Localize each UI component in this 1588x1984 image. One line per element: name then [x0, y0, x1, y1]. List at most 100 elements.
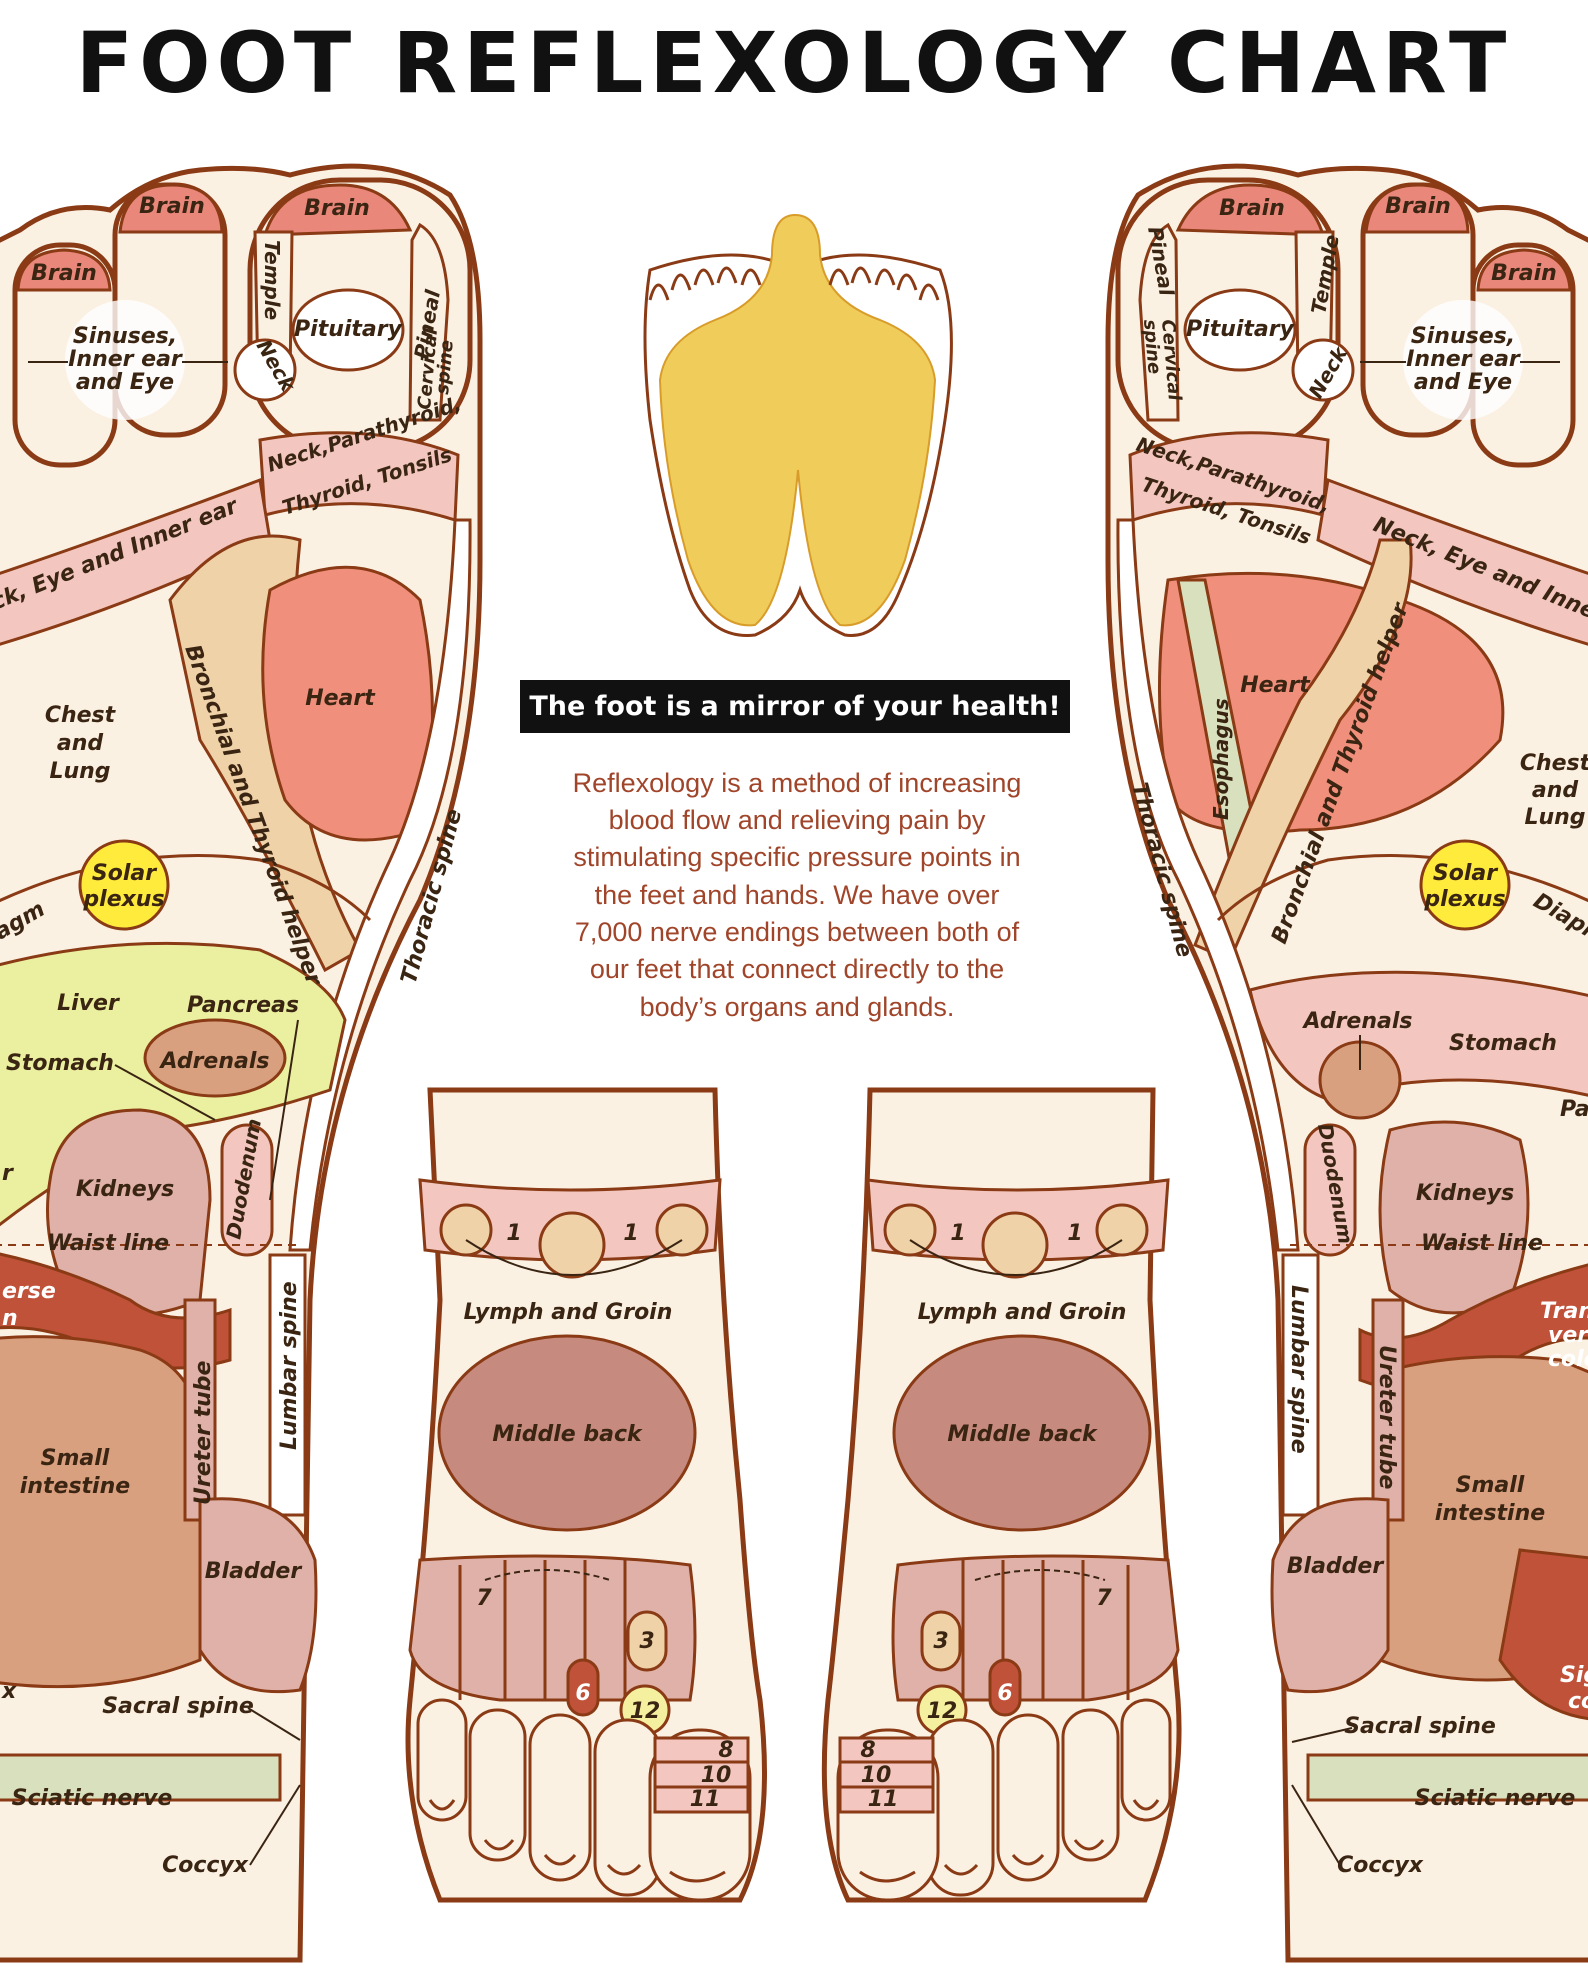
left-top-toe-3 [528, 1713, 592, 1882]
left-top-toe-2 [468, 1708, 527, 1862]
right-label-ureter: Ureter tube [1374, 1345, 1399, 1490]
left-top-label-3: 3 [639, 1629, 654, 1654]
right-sacral-leader [1291, 1727, 1353, 1743]
left-stomach-leader [114, 1064, 216, 1121]
right-label-brain-3: Brain [1219, 196, 1285, 221]
right-label-bladder: Bladder [1287, 1554, 1385, 1579]
left-lymph-arc [465, 1239, 683, 1276]
right-label-sigmoid-2: colo [1568, 1689, 1588, 1714]
left-label-liver: Liver [57, 991, 120, 1016]
right-top-toe-1 [1120, 1698, 1172, 1822]
toe-marks-left [648, 266, 762, 301]
body-silhouette-figure [643, 213, 953, 637]
right-top-label-6: 6 [997, 1681, 1012, 1706]
left-label-coccyx: Coccyx [162, 1853, 249, 1878]
left-label-pancreas: Pancreas [187, 993, 299, 1018]
right-top-label-lymph: Lymph and Groin [918, 1300, 1127, 1325]
right-label-adrenals: Adrenals [1301, 1009, 1412, 1034]
left-label-temple: Temple [260, 240, 284, 320]
left-sinus-glow [65, 300, 185, 420]
left-label-small-2: intestine [20, 1474, 130, 1499]
left-lymph-1 [439, 1203, 493, 1257]
left-label-adrenals: Adrenals [158, 1049, 269, 1074]
left-top-label-6: 6 [575, 1681, 590, 1706]
right-top-label-7: 7 [1096, 1586, 1112, 1611]
right-toenail-marks [859, 1799, 1160, 1883]
intro-line-2: blood flow and relieving pain by [609, 805, 986, 835]
right-bladder [1270, 1497, 1390, 1694]
right-metatarsal-stripes [961, 1560, 1130, 1700]
right-label-sacral: Sacral spine [1344, 1714, 1496, 1739]
right-top-label-10: 10 [861, 1763, 892, 1788]
right-lymph-1 [883, 1203, 937, 1257]
left-label-transverse-1: erse [2, 1279, 56, 1304]
right-duodenum [1303, 1123, 1357, 1257]
left-curve-arrow [484, 1569, 611, 1581]
right-top-label-11: 11 [868, 1787, 899, 1812]
right-label-sinus-2: Inner ear [1406, 347, 1521, 372]
left-label-kidneys: Kidneys [76, 1177, 174, 1202]
intro-line-3: stimulating specific pressure points in [573, 842, 1020, 872]
intro-line-4: the feet and hands. We have over [595, 880, 1000, 910]
left-metatarsal-stripes [458, 1560, 627, 1700]
left-brain-2 [16, 248, 112, 292]
left-label-brain-1: Brain [139, 194, 205, 219]
left-top-label-1a: 1 [506, 1221, 521, 1246]
right-top-label-12: 12 [927, 1699, 958, 1724]
right-sinus-glow [1403, 300, 1523, 420]
toe-marks-right [828, 266, 940, 301]
left-label-cervical-2: spine [432, 339, 458, 395]
left-label-x-fragment: x [1, 1679, 17, 1704]
right-label-solar-2: plexus [1423, 887, 1505, 912]
right-diaphragm [1216, 854, 1588, 922]
intro-line-5: 7,000 nerve endings between both of [575, 917, 1020, 947]
right-label-stomach: Stomach [1449, 1031, 1557, 1056]
right-label-heart: Heart [1240, 673, 1311, 698]
left-pineal-band [408, 222, 450, 422]
right-ureter-band [1371, 1298, 1405, 1522]
left-label-lumbar: Lumbar spine [277, 1281, 302, 1450]
right-label-sciatic: Sciatic nerve [1415, 1786, 1576, 1811]
right-label-brain-1: Brain [1385, 194, 1451, 219]
right-kidney [1378, 1120, 1530, 1315]
right-label-pa: Pa [1560, 1097, 1588, 1122]
right-label-small-2: intestine [1435, 1501, 1545, 1526]
right-label-chest-1: Chest [1520, 751, 1588, 776]
right-label-kidneys: Kidneys [1416, 1181, 1514, 1206]
left-toenail-marks [428, 1799, 726, 1883]
left-bladder [198, 1497, 318, 1694]
left-top-label-middle-back: Middle back [492, 1422, 643, 1447]
right-neck-band [1128, 431, 1330, 523]
left-top-foot [405, 1087, 767, 1903]
left-top-label-lymph: Lymph and Groin [464, 1300, 673, 1325]
right-sigmoid-colon [1498, 1548, 1588, 1721]
left-middle-back [437, 1334, 697, 1532]
left-label-sinus-2: Inner ear [68, 347, 183, 372]
right-sciatic-band [1306, 1753, 1588, 1802]
left-label-brain-3: Brain [304, 196, 370, 221]
right-coccyx-leader [1291, 1784, 1341, 1866]
left-coccyx-leader [249, 1784, 301, 1866]
right-cell-6 [988, 1658, 1022, 1717]
left-top-labels: 1 1 Lymph and Groin Middle back 7 3 6 12… [464, 1221, 734, 1812]
left-label-sinus-3: and Eye [76, 370, 174, 395]
left-brain-3 [262, 183, 413, 237]
right-top-toe-3 [996, 1713, 1060, 1882]
left-ureter-band [183, 1298, 217, 1522]
banner-box [520, 680, 1070, 733]
left-top-label-8: 8 [718, 1738, 733, 1763]
left-solar-plexus [78, 839, 170, 931]
left-top-label-12: 12 [630, 1699, 661, 1724]
left-top-label-1b: 1 [623, 1221, 638, 1246]
left-cell-3 [626, 1610, 668, 1672]
left-label-bladder: Bladder [205, 1559, 303, 1584]
left-label-waist: Waist line [47, 1231, 169, 1256]
right-sole [1105, 163, 1588, 1963]
right-neck-eye-band [1316, 477, 1588, 646]
left-label-heart: Heart [305, 686, 376, 711]
right-label-transverse-1: Tran [1540, 1299, 1588, 1324]
right-pineal-band [1138, 222, 1180, 422]
body-silhouette [658, 213, 937, 627]
right-solar-plexus [1419, 839, 1511, 931]
right-label-transverse-3: colo [1548, 1347, 1588, 1372]
